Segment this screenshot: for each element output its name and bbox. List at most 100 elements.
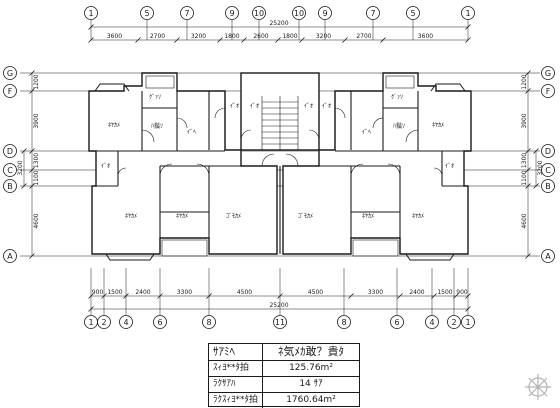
room-label-bedroom-upper-right: ﾈﾔｶﾒ [432,122,444,129]
dim-right-group: 3200 [537,160,544,175]
room-label-bath-right: ｲﾞｵ [445,163,454,170]
svg-text:5: 5 [144,9,149,18]
dim-top-segment: 1800 [282,33,297,40]
svg-text:G: G [7,69,13,78]
svg-text:2: 2 [101,318,106,327]
room-label-toilet-d: ｲﾞｵ [322,103,331,110]
axis-bubble-bottom: 11 [273,315,287,329]
axis-bubble-bottom: 6 [390,315,404,329]
svg-text:2: 2 [451,318,456,327]
dim-bottom-segment: 1500 [437,289,452,296]
svg-text:C: C [7,166,13,175]
area-summary-table: ｻｱﾐﾍ ﾈ気ﾒｶ敢？貴ﾀ ｽｨﾖ**ﾀ拍 125.76m² ﾗｸｻｱﾊ 14 … [208,343,360,408]
room-label-living-right: ｺﾞﾓｶﾒ [298,213,313,220]
building-walls [88,72,472,255]
axis-bubble-top: 7 [180,6,194,20]
axis-bubble-bottom: 4 [119,315,133,329]
table-row-value: 14 ｻｱ [299,379,323,389]
dim-top-segment: 3200 [316,33,331,40]
dim-top-total: 25200 [269,20,288,27]
room-label-study-left: ﾊ鬚ｿ [151,122,163,130]
room-labels: ｸﾞｧｿ ｸﾞｧｿ ﾈﾔｶﾒ ﾈﾔｶﾒ ﾊ鬚ｿ ﾊ鬚ｿ ｲﾞｵ ｲﾞｵ ｲﾞｵ … [101,94,454,220]
axis-bubble-left: A [3,249,17,263]
svg-text:8: 8 [206,318,211,327]
table-row-value: 125.76m² [289,363,333,373]
table-row: ｽｨﾖ**ﾀ拍 125.76m² [209,361,359,377]
axis-bubble-bottom: 1 [84,315,98,329]
room-label-toilet-b: ｲﾞｵ [250,103,259,110]
axis-bubble-left: C [3,163,17,177]
svg-text:D: D [545,147,551,156]
axis-bubble-bottom: 2 [97,315,111,329]
dim-bottom-total: 25200 [269,302,288,309]
table-header-col1: ｻｱﾐﾍ [209,344,263,360]
axis-bubble-right: G [541,66,555,80]
axis-bubble-left: B [3,179,17,193]
dim-top-segment: 1800 [224,33,239,40]
dim-left-segment: 4600 [33,213,40,228]
dim-right-segment: 3900 [521,113,528,128]
svg-text:1: 1 [88,9,93,18]
dim-top-segment: 3600 [418,33,433,40]
room-label-bedroom-lower-mid: ﾈﾔｶﾒ [176,213,188,220]
table-row-label: ﾗｸｽｨﾖ**ﾀ拍 [209,393,263,408]
dim-left-segment: 1100 [33,170,40,185]
svg-text:C: C [545,166,551,175]
dim-bottom-segment: 3300 [177,289,192,296]
room-label-hall-left: ｲﾞﾍ [187,129,196,136]
svg-text:9: 9 [229,9,234,18]
watermark-logo [525,374,551,400]
axis-bubble-right: C [541,163,555,177]
room-label-toilet-c: ｲﾞｵ [304,103,313,110]
dim-bottom-segment: 4500 [237,289,252,296]
dim-left-group: 3200 [17,160,24,175]
dim-right-segment: 4600 [521,213,528,228]
svg-text:9: 9 [322,9,327,18]
axis-bubble-bottom: 1 [461,315,475,329]
svg-text:1: 1 [88,318,93,327]
table-row-label: ｽｨﾖ**ﾀ拍 [209,361,263,376]
dim-top-segment: 2700 [356,33,371,40]
balconies [94,75,466,261]
svg-text:1: 1 [465,9,470,18]
dim-right-segment: 1100 [521,170,528,185]
svg-text:G: G [545,69,551,78]
dim-bottom-segment: 900 [92,289,104,296]
svg-text:7: 7 [184,9,189,18]
dim-bottom-segment: 900 [456,289,468,296]
axis-bubble-left: D [3,144,17,158]
room-label-bedroom-upper-left: ﾈﾔｶﾒ [108,122,120,129]
svg-text:6: 6 [157,318,162,327]
dim-bottom-segment: 2400 [135,289,150,296]
dim-bottom-segment: 1500 [107,289,122,296]
stair [261,96,299,150]
dim-bottom-segment: 2400 [409,289,424,296]
axis-bubble-bottom: 2 [447,315,461,329]
dim-top-segment: 2600 [253,33,268,40]
axis-bubble-left: G [3,66,17,80]
dim-left-segment: 3900 [33,113,40,128]
axis-bubble-bottom: 6 [153,315,167,329]
dimension-lines [21,24,539,312]
svg-text:10: 10 [294,9,304,18]
svg-text:4: 4 [429,318,434,327]
room-label-hall-right: ｲﾞﾍ [362,129,371,136]
axis-bubble-bottom: 4 [425,315,439,329]
svg-text:5: 5 [410,9,415,18]
room-label-bedroom-lower-left: ﾈﾔｶﾒ [125,213,137,220]
table-header-col2: ﾈ気ﾒｶ敢？貴ﾀ [278,345,344,358]
svg-text:D: D [7,147,13,156]
room-label-bath-left: ｲﾞｵ [101,163,110,170]
table-header-row: ｻｱﾐﾍ ﾈ気ﾒｶ敢？貴ﾀ [209,344,359,361]
room-label-study-right: ﾊ鬚ｿ [393,122,405,130]
room-label-bedroom-right-mid: ﾈﾔｶﾒ [362,213,374,220]
axis-bubble-right: D [541,144,555,158]
svg-text:A: A [545,252,551,261]
dim-right-segment: 1300 [521,153,528,168]
svg-text:B: B [545,182,551,191]
axis-bubble-right: A [541,249,555,263]
svg-text:10: 10 [254,9,264,18]
svg-text:4: 4 [123,318,128,327]
